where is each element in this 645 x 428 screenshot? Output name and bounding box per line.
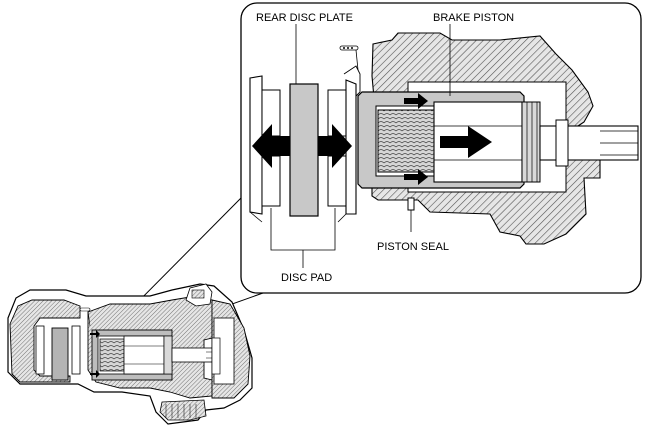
overview-pin-icon bbox=[79, 307, 91, 327]
pressure-arrow-top bbox=[404, 93, 428, 109]
shaft-collar bbox=[555, 119, 569, 167]
pad-arrow-left bbox=[252, 124, 290, 168]
piston-seal bbox=[407, 197, 415, 211]
overview-pad-inner bbox=[71, 325, 81, 375]
detail-callout: REAR DISC PLATE BRAKE PISTON PISTON SEAL… bbox=[240, 2, 642, 294]
overview-gear bbox=[159, 399, 207, 421]
overview-left-jaw bbox=[9, 299, 81, 383]
pressure-arrow-bottom bbox=[404, 169, 428, 185]
threaded-spindle bbox=[377, 109, 435, 173]
overview-spindle bbox=[99, 338, 125, 372]
retaining-pin-icon bbox=[339, 45, 359, 71]
piston-movement-arrow bbox=[440, 126, 492, 158]
overview-pad-outer bbox=[35, 325, 45, 375]
disc-pad-label: DISC PAD bbox=[281, 272, 332, 284]
rear-disc-plate bbox=[289, 83, 319, 217]
rear-disc-plate-label: REAR DISC PLATE bbox=[256, 12, 353, 24]
overview-rotor bbox=[51, 327, 69, 381]
pad-arrow-right bbox=[318, 124, 352, 168]
overview-nut bbox=[123, 335, 165, 375]
piston-seal-label: PISTON SEAL bbox=[377, 241, 449, 253]
caliper-overview bbox=[7, 283, 253, 425]
brake-piston-label: BRAKE PISTON bbox=[433, 12, 514, 24]
